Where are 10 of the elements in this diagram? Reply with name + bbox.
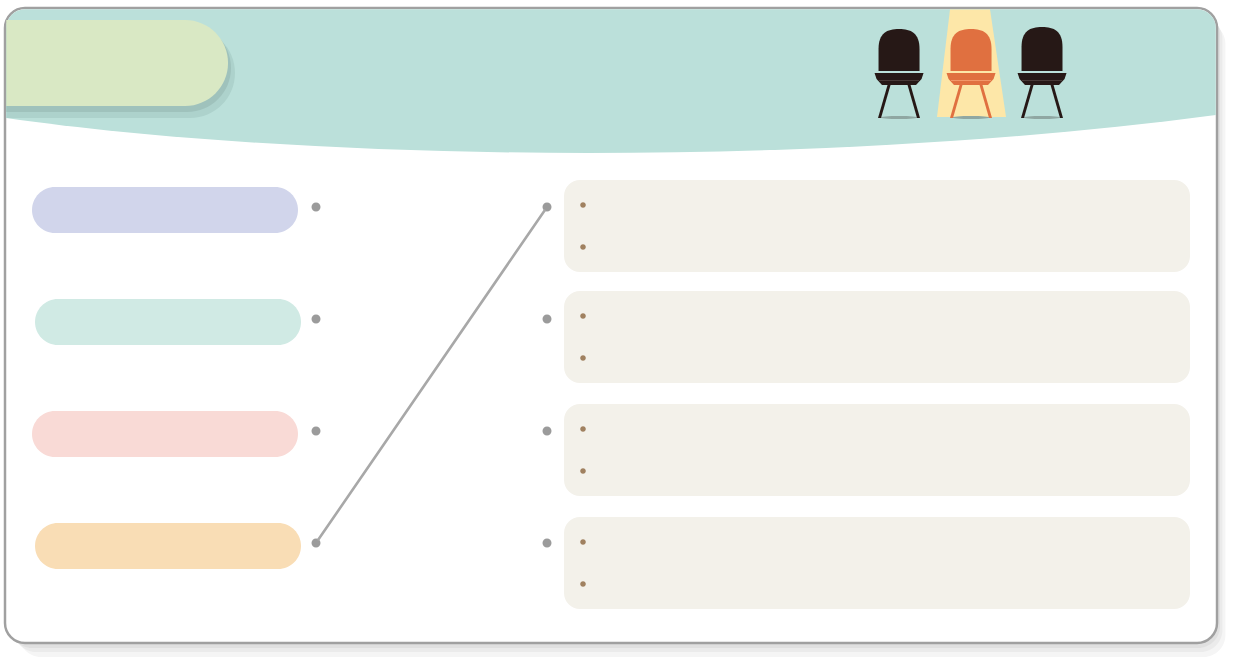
- connector-line: [317, 209, 546, 541]
- answer-box: [564, 291, 1190, 383]
- label-pill: [35, 299, 301, 345]
- label-pill: [32, 187, 298, 233]
- answer-box: [564, 180, 1190, 272]
- label-pill: [35, 523, 301, 569]
- title-banner: [6, 20, 235, 118]
- answer-box: [564, 404, 1190, 496]
- answer-box: [564, 517, 1190, 609]
- label-pill: [32, 411, 298, 457]
